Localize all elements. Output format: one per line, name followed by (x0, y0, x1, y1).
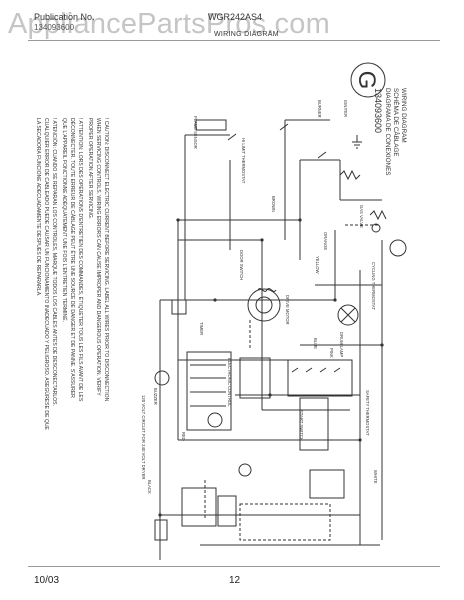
header-rule (28, 40, 440, 41)
label-black: BLACK (147, 480, 152, 494)
caution-line-1: ! CAUTION: DISCONNECT ELECTRIC CURRENT B… (103, 118, 109, 402)
label-door-switch: DOOR SWITCH (239, 250, 244, 280)
label-start-switch: START SWITCH (299, 410, 304, 441)
caution-block: ! CAUTION: DISCONNECT ELECTRIC CURRENT B… (35, 118, 109, 431)
caution-line-3: PROPER OPERATION AFTER SERVICING. (87, 118, 93, 219)
watermark-text: AppliancePartsPros.com (8, 8, 330, 40)
burner-box (181, 487, 217, 527)
switch-icon (227, 133, 237, 141)
label-burner: BURNER (317, 100, 322, 118)
timer-box (287, 359, 353, 397)
footer-date: 10/03 (34, 575, 60, 586)
label-electronic-control: ELECTRONIC CONTROL (227, 358, 232, 407)
connector-icon (389, 239, 407, 257)
voltage-note: 120 VOLT CIRCUIT FOR 240 VOLT DRYER (141, 395, 146, 480)
diagram-title: WIRING DIAGRAM (214, 31, 279, 38)
label-blue: BLUE (313, 338, 318, 349)
publication-label: Publication No. (34, 12, 95, 22)
label-buzzer: BUZZER (153, 388, 158, 405)
heater-element-icon (369, 209, 387, 221)
label-timer: TIMER (199, 322, 204, 335)
caution-line-8: CUALQUIER ERROR DE CABLEADO PUEDE CAUSAR… (43, 118, 50, 431)
component-labels: FLAME SENSOR HI LIMIT THERMOSTAT BURNER … (147, 100, 378, 494)
label-igniter: IGNITER (343, 100, 348, 117)
buzzer-icon (154, 370, 170, 386)
schematic-wires (159, 119, 383, 560)
label-brown: BROWN (271, 196, 276, 212)
footer-rule (28, 566, 440, 567)
igniter-box (309, 469, 345, 499)
page-number: 12 (229, 575, 241, 586)
caution-line-6: QUE L'APPAREIL FONCTIONNE ADÉQUATEMENT U… (61, 118, 68, 322)
side-label-es: DIAGRAMA DE CONEXIONES (384, 88, 391, 175)
label-red: RED (181, 432, 186, 441)
relay-box (239, 357, 271, 399)
lamp-icon (337, 304, 359, 326)
motor-icon (247, 288, 281, 322)
label-hi-limit: HI LIMIT THERMOSTAT (241, 138, 246, 184)
caution-line-2: WHEN SERVICING CONTROLS. WIRING ERRORS C… (95, 118, 101, 396)
electronic-control-box (186, 351, 232, 431)
side-label-en: WIRING DIAGRAM (400, 88, 407, 143)
publication-number: 134093600 (34, 23, 75, 32)
label-orange: ORANGE (323, 232, 328, 250)
label-yellow: YELLOW (315, 256, 320, 274)
side-label-number: 134093600 (373, 88, 383, 133)
caution-line-4: ! ATTENTION: LORS DES OPÉRATIONS D'ENTRE… (77, 118, 84, 402)
schematic-components (154, 119, 407, 541)
label-drive-motor: DRIVE MOTOR (285, 295, 290, 324)
ground-icon (352, 141, 362, 149)
caution-line-9: LA SECADORA FUNCIONE ADECUADAMENTE DESPU… (35, 118, 42, 297)
label-flame-sensor: FLAME SENSOR (193, 116, 198, 149)
label-gas-valve: GAS VALVE (359, 205, 364, 228)
label-pink: PINK (329, 348, 334, 358)
big-letter-g: G (353, 71, 380, 90)
label-white: WHITE (373, 470, 378, 484)
model-number: WGR242AS4 (208, 12, 263, 22)
terminal-block-icon (195, 119, 227, 131)
label-cycling-thermostat: CYCLING THERMOSTAT (371, 262, 376, 310)
label-safety-thermostat: SAFETY THERMOSTAT (365, 390, 370, 436)
diagram-letter-badge: G (350, 62, 386, 98)
motor-small-icon (238, 463, 252, 477)
caution-line-7: ! ATENCIÓN: CUANDO SE REPARAN LOS CONTRO… (51, 118, 58, 406)
label-drum-lamp: DRUM LAMP (339, 332, 344, 357)
thermostat-icon (339, 169, 361, 181)
caution-line-5: DÉCONNECTER. TOUTE ERREUR DE CÂBLAGE PEU… (69, 118, 77, 398)
side-label-fr: SCHÉMA DE CÂBLAGE (392, 88, 401, 157)
gas-valve-box (299, 397, 329, 451)
